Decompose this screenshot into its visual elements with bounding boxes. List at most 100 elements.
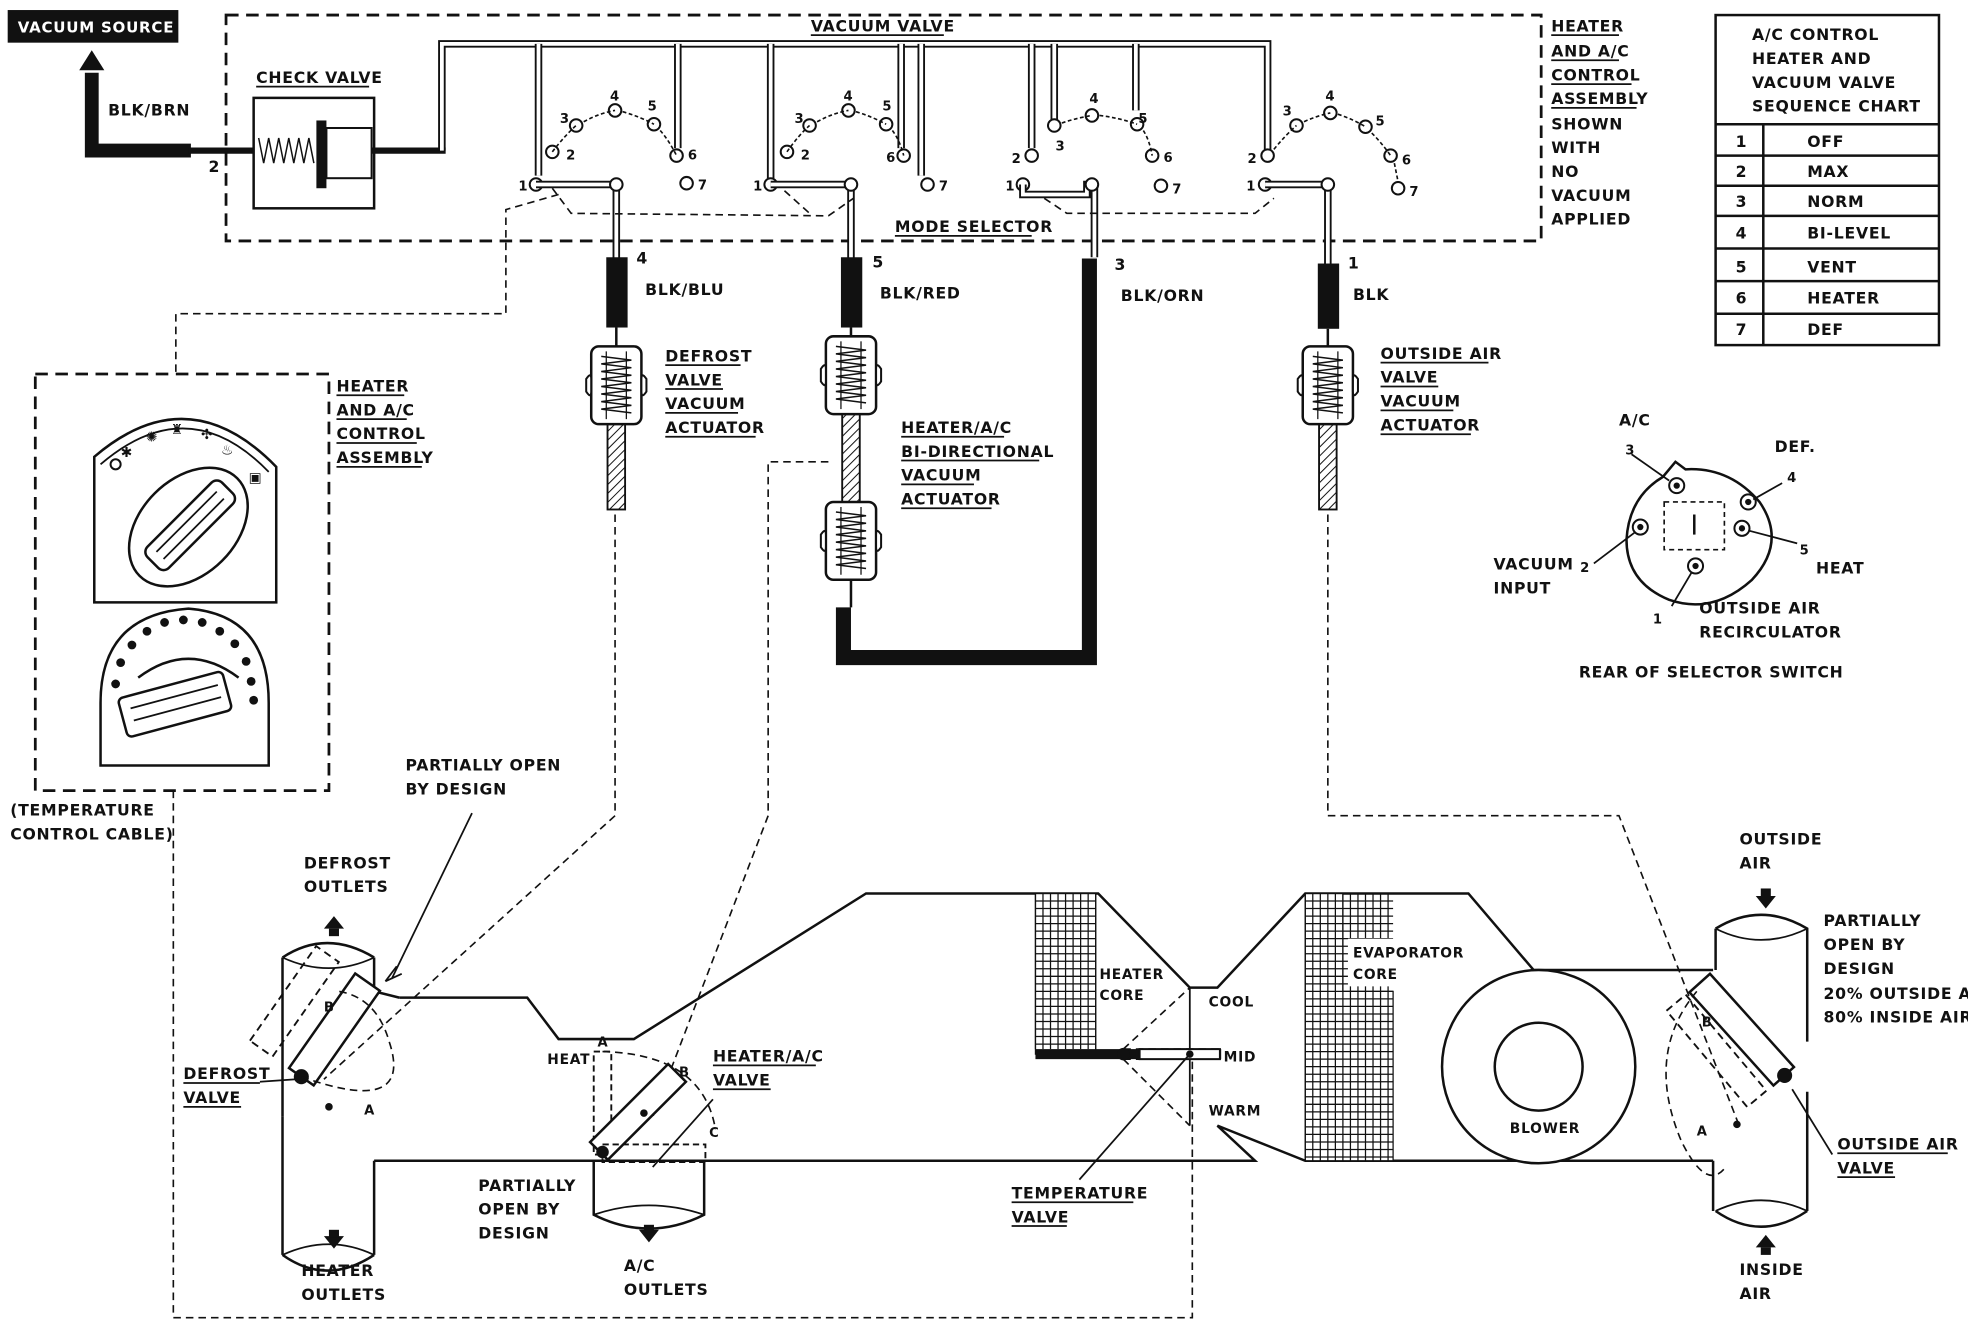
hose-color-blk-blu: BLK/BLU (645, 280, 724, 299)
chart-row-mode: MAX (1807, 162, 1849, 181)
outside-air-valve-1: OUTSIDE AIR (1837, 1134, 1958, 1153)
outside-air-top-1: OUTSIDE (1739, 830, 1822, 849)
sel4-pin-1: 1 (1246, 180, 1256, 195)
fan-off-icon (109, 458, 122, 471)
bidir-actuator-line-1: HEATER/A/C (901, 418, 1012, 437)
mid-label: MID (1224, 1050, 1257, 1066)
assembly-note-line-3: CONTROL (1551, 65, 1640, 84)
sel3-pin-7: 7 (1172, 182, 1182, 197)
temperature-valve-line-2: VALVE (1012, 1207, 1070, 1226)
assembly-note-line-4: ASSEMBLY (1551, 89, 1648, 108)
heater-core-line-1: HEATER (1099, 967, 1164, 983)
mode-selector-label: MODE SELECTOR (895, 217, 1053, 236)
sel3-pin-6: 6 (1163, 151, 1173, 166)
switch-ac-label: A/C (1619, 410, 1651, 429)
check-valve: CHECK VALVE (252, 68, 446, 210)
sel3-pin-2: 2 (1012, 152, 1022, 167)
chart-row-mode: NORM (1807, 192, 1864, 211)
sel3-pin-1: 1 (1005, 180, 1015, 195)
partially-open-top-2: BY DESIGN (405, 779, 506, 798)
vacuum-source: VACUUM SOURCE BLK/BRN 2 (7, 10, 254, 176)
ac-outlets: A B C HEAT (547, 1036, 719, 1243)
defrost-heater-outlets: B A (248, 916, 400, 1272)
sel1-pin-4: 4 (610, 89, 620, 104)
partially-open-right-1: PARTIALLY (1824, 911, 1922, 930)
outside-air-arrow-icon (1755, 896, 1776, 909)
sel2-pin-7: 7 (939, 180, 949, 195)
switch-pin-5: 5 (1800, 544, 1810, 559)
selector-group-3: 2 3 4 5 6 7 1 (1005, 92, 1182, 258)
inside-air-arrow-icon (1755, 1234, 1776, 1248)
check-valve-label: CHECK VALVE (256, 68, 383, 87)
sel4-pin-5: 5 (1376, 114, 1386, 129)
sel2-pin-4: 4 (843, 89, 853, 104)
switch-pin-3: 3 (1625, 443, 1635, 458)
defrost-outlets-1: DEFROST (304, 853, 391, 872)
oa-actuator-line-4: ACTUATOR (1381, 415, 1481, 434)
control-assembly-box (33, 372, 331, 792)
heater-core: HEATER CORE COOL MID WARM TEMPERATURE VA… (1011, 892, 1261, 1227)
heater-ac-valve-2: VALVE (713, 1070, 771, 1089)
switch-pin-4: 4 (1787, 471, 1797, 486)
sun-icon: ✺ (146, 430, 158, 446)
evaporator-core-line-2: CORE (1353, 967, 1398, 983)
chart-title-line-2: HEATER AND (1752, 49, 1871, 68)
hac-door-c: C (709, 1126, 719, 1141)
heat-label: HEAT (547, 1052, 590, 1068)
chart-title-line-4: SEQUENCE CHART (1752, 97, 1921, 116)
selector-group-4: 1 2 3 4 5 6 7 (1246, 89, 1419, 270)
control-assembly-line-3: CONTROL (336, 424, 425, 443)
defrost-actuator-line-3: VACUUM (665, 394, 745, 413)
sel1-pin-7: 7 (698, 178, 708, 193)
vacuum-manifold (438, 40, 1272, 179)
switch-recirc-2: RECIRCULATOR (1699, 622, 1841, 641)
temperature-lever[interactable] (117, 670, 233, 738)
inside-air-1: INSIDE (1739, 1260, 1803, 1279)
assembly-note-line-1: HEATER (1551, 16, 1624, 35)
partially-open-right-3: DESIGN (1824, 959, 1895, 978)
face-vent-icon: ♜ (171, 422, 184, 438)
cool-label: COOL (1209, 994, 1254, 1010)
temp-cable-line-1: (TEMPERATURE (10, 801, 155, 820)
mode-knob[interactable] (106, 445, 271, 610)
switch-pin-1: 1 (1653, 613, 1663, 628)
source-pin-label: 2 (208, 157, 220, 176)
control-assembly-line-4: ASSEMBLY (336, 448, 433, 467)
evaporator-core: EVAPORATOR CORE (1304, 892, 1463, 1162)
vacuum-source-label: VACUUM SOURCE (18, 19, 175, 37)
chart-row-num: 4 (1736, 223, 1748, 242)
chart-title-line-1: A/C CONTROL (1752, 25, 1879, 44)
heater-ac-valve-1: HEATER/A/C (713, 1047, 824, 1066)
defrost-outlets-2: OUTLETS (304, 877, 389, 896)
defrost-valve-door (287, 971, 382, 1088)
bidirectional-actuator: 5 BLK/RED 3 BLK/ORN HEATER/A/C BI-DIRECT… (819, 252, 1204, 666)
chart-row-num: 5 (1736, 257, 1748, 276)
temperature-valve-door (1138, 1048, 1221, 1061)
partially-open-right-2: OPEN BY (1824, 935, 1906, 954)
oa-actuator-line-3: VACUUM (1381, 392, 1461, 411)
vacuum-valve-box (224, 13, 1543, 243)
sel4-pin-6: 6 (1402, 153, 1412, 168)
chart-row-mode: HEATER (1807, 289, 1880, 308)
sel1-pin-6: 6 (688, 148, 698, 163)
oa-door-a: A (1697, 1125, 1708, 1140)
defrost-outlet-arrow-icon (323, 916, 344, 929)
blower-label: BLOWER (1510, 1121, 1580, 1137)
outside-air-valve-2: VALVE (1837, 1158, 1895, 1177)
assembly-note-line-8: VACUUM (1551, 186, 1631, 205)
switch-recirc-1: OUTSIDE AIR (1699, 599, 1820, 618)
control-assembly-line-1: HEATER (336, 377, 409, 396)
hac-door-b: B (679, 1066, 690, 1081)
outside-air-actuator: 1 BLK OUTSIDE AIR VALVE VACUUM ACTUATOR (1296, 254, 1501, 511)
assembly-note-line-5: SHOWN (1551, 114, 1623, 133)
defrost-actuator-line-2: VALVE (665, 370, 723, 389)
lower-labels: PARTIALLY OPEN BY DESIGN DEFROST OUTLETS… (183, 756, 1968, 1304)
partially-open-top-1: PARTIALLY OPEN (405, 756, 561, 775)
defrost-actuator: 4 BLK/BLU DEFROST VALVE VACUUM ACTUATOR (584, 249, 764, 511)
arrow-up-icon (79, 50, 105, 71)
heater-outlets-1: HEATER (301, 1261, 374, 1280)
heater-core-line-2: CORE (1099, 988, 1144, 1004)
bidir-actuator-line-2: BI-DIRECTIONAL (901, 442, 1054, 461)
assembly-note: HEATER AND A/C CONTROL ASSEMBLY SHOWN WI… (1551, 16, 1648, 229)
